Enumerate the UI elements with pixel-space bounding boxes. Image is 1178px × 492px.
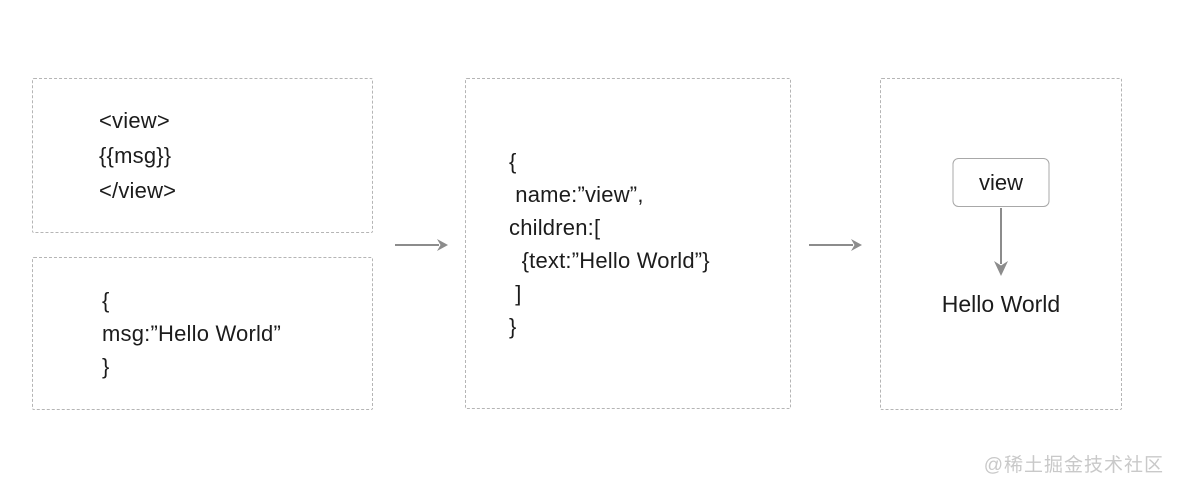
rendered-text: Hello World [941, 291, 1061, 317]
render-preview-box: view Hello World [880, 78, 1122, 410]
watermark-text: @稀土掘金技术社区 [983, 455, 1164, 476]
arrow-right-icon [395, 239, 448, 251]
data-code-box: { msg:”Hello World” } [32, 257, 373, 410]
arrow-down-icon [994, 208, 1008, 276]
vdom-code: { name:”view”, children:[ {text:”Hello W… [509, 148, 710, 339]
data-code: { msg:”Hello World” } [102, 288, 282, 379]
arrow-right-icon [809, 239, 862, 251]
vdom-code-box: { name:”view”, children:[ {text:”Hello W… [465, 78, 791, 409]
template-code: <view> {{msg}} </view> [99, 108, 177, 203]
view-node-label: view [978, 169, 1023, 195]
view-node-chip: view [952, 158, 1050, 207]
template-code-box: <view> {{msg}} </view> [32, 78, 373, 233]
